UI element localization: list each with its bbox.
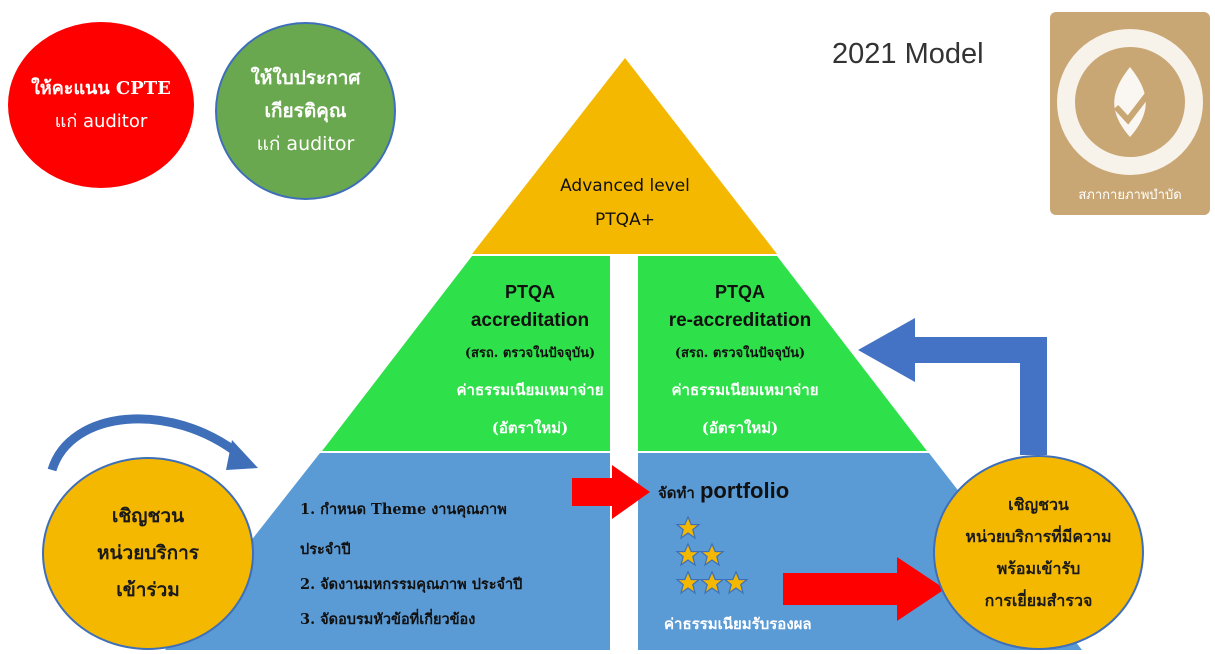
star-icon — [724, 571, 748, 594]
logo: สภากายภาพบำบัด — [1050, 12, 1210, 215]
list-item-2: 2. จัดงานมหกรรมคุณภาพ ประจำปี — [300, 576, 523, 593]
curved-arrow — [47, 414, 243, 472]
reaccreditation-rate: (อัตราใหม่) — [701, 419, 779, 437]
green-circle-line3: แก่ auditor — [256, 132, 355, 155]
red-circle: ให้คะแนน CPTE แก่ auditor — [8, 22, 194, 188]
accreditation-title2: accreditation — [470, 310, 590, 331]
fee-label: ค่าธรรมเนียมรับรองผล — [664, 615, 812, 633]
pyramid-middle-left — [322, 256, 610, 451]
right-orange-line1: เชิญชวน — [1008, 494, 1069, 514]
red-circle-line2: แก่ auditor — [54, 111, 148, 132]
model-label: 2021 Model — [832, 38, 984, 70]
stars — [676, 516, 748, 594]
reaccreditation-note: (สรถ. ตรวจในปัจจุบัน) — [674, 346, 806, 361]
reaccreditation-title2: re-accreditation — [668, 310, 812, 331]
accreditation-note: (สรถ. ตรวจในปัจจุบัน) — [464, 346, 596, 361]
right-orange-line4: การเยี่ยมสำรวจ — [984, 590, 1093, 610]
red-arrow-right — [783, 557, 945, 621]
logo-emblem — [1057, 29, 1203, 175]
apex-line1: Advanced level — [560, 176, 690, 196]
star-icon — [700, 543, 724, 566]
star-icon — [676, 571, 700, 594]
right-orange-line3: พร้อมเข้ารับ — [996, 558, 1081, 578]
accreditation-rate: (อัตราใหม่) — [491, 419, 569, 437]
right-orange-line2: หน่วยบริการที่มีความ — [965, 526, 1112, 546]
apex-line2: PTQA+ — [595, 210, 655, 230]
right-orange-circle: เชิญชวน หน่วยบริการที่มีความ พร้อมเข้ารั… — [933, 455, 1144, 650]
red-circle-line1: ให้คะแนน CPTE — [31, 78, 171, 99]
reaccreditation-fee: ค่าธรรมเนียมเหมาจ่าย — [671, 381, 819, 399]
left-orange-line3: เข้าร่วม — [116, 579, 180, 601]
left-orange-line1: เชิญชวน — [111, 505, 185, 527]
star-icon — [700, 571, 724, 594]
accreditation-fee: ค่าธรรมเนียมเหมาจ่าย — [456, 381, 604, 399]
pyramid-apex — [472, 58, 777, 254]
star-icon — [676, 516, 700, 539]
portfolio-prefix: จัดทำ — [658, 484, 695, 502]
red-arrow-portfolio — [572, 465, 650, 519]
curved-arrow-head — [226, 440, 258, 470]
accreditation-title1: PTQA — [504, 282, 555, 302]
green-circle: ให้ใบประกาศ เกียรติคุณ แก่ auditor — [215, 22, 396, 200]
list-item-1: 1. กำหนด Theme งานคุณภาพ — [300, 501, 507, 518]
list-item-3: 3. จัดอบรมหัวข้อที่เกี่ยวข้อง — [300, 611, 476, 628]
star-icon — [676, 543, 700, 566]
green-circle-line1: ให้ใบประกาศ — [250, 66, 361, 89]
pyramid-base-left — [165, 453, 610, 650]
left-orange-line2: หน่วยบริการ — [97, 542, 199, 564]
reaccreditation-title1: PTQA — [714, 282, 765, 302]
logo-bottom-text: สภากายภาพบำบัด — [1078, 188, 1182, 203]
list-item-1b: ประจำปี — [300, 541, 351, 558]
portfolio-word: portfolio — [699, 478, 790, 503]
pyramid-middle-right — [638, 256, 927, 451]
blue-bent-arrow — [858, 318, 1047, 455]
portfolio-label: จัดทำ portfolio — [658, 478, 789, 505]
left-orange-circle: เชิญชวน หน่วยบริการ เข้าร่วม — [42, 457, 254, 650]
green-circle-line2: เกียรติคุณ — [264, 99, 347, 122]
